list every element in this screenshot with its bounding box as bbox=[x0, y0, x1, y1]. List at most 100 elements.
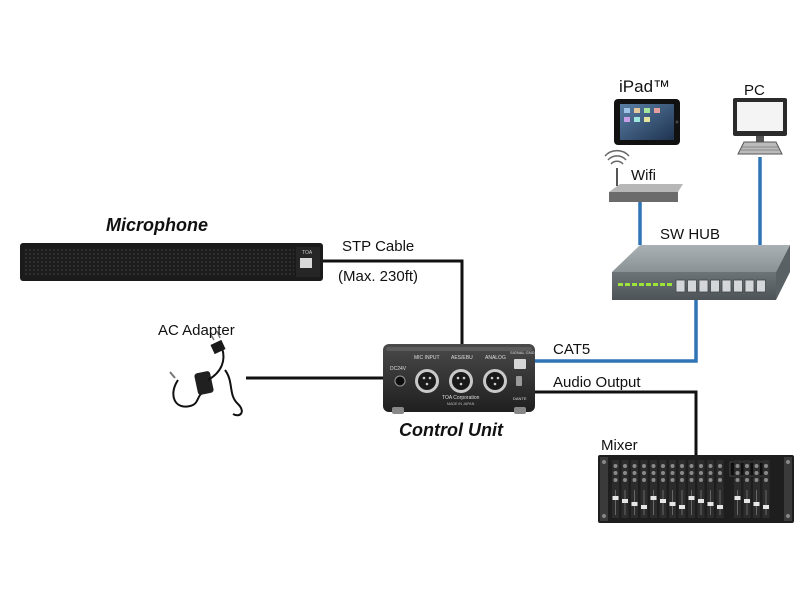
xlr-analog bbox=[483, 369, 507, 393]
mixer-knob bbox=[699, 464, 703, 468]
mixer-knob bbox=[670, 471, 675, 475]
mixer-knob bbox=[632, 478, 637, 482]
dante-label: DANTE bbox=[513, 396, 527, 401]
sw-hub-device bbox=[612, 245, 790, 300]
hub-port bbox=[733, 279, 743, 293]
mixer-strip bbox=[669, 460, 676, 518]
signal-gnd-label: SIGNAL GND bbox=[510, 350, 535, 355]
mixer-knob bbox=[661, 471, 665, 475]
hub-port bbox=[756, 279, 766, 293]
dc24v-label: DC24V bbox=[390, 366, 407, 372]
mixer-knob bbox=[764, 478, 768, 482]
mixer-strip bbox=[707, 460, 714, 518]
mixer-fader bbox=[669, 502, 676, 506]
mixer-knob bbox=[632, 471, 637, 475]
mixer-knob bbox=[718, 478, 722, 482]
mixer-strip bbox=[716, 460, 724, 518]
mixer-fader bbox=[763, 505, 769, 509]
cat5-line bbox=[530, 300, 698, 363]
mixer-knob bbox=[651, 471, 656, 475]
mixer-knob bbox=[708, 464, 713, 468]
mixer-strip bbox=[650, 460, 657, 518]
xlr-aes-ebu bbox=[449, 369, 473, 393]
mixer-knob bbox=[680, 471, 684, 475]
hub-port bbox=[721, 279, 732, 293]
toa-corporation-label: TOA Corporation bbox=[442, 395, 480, 401]
microphone-label: Microphone bbox=[106, 215, 208, 235]
mixer-knob bbox=[708, 471, 713, 475]
mixer-knob bbox=[642, 464, 646, 468]
mixer-knob bbox=[661, 478, 665, 482]
ipad-device bbox=[614, 99, 680, 145]
mic-badge: TOA bbox=[302, 250, 313, 256]
mixer-strip bbox=[678, 460, 686, 518]
mixer-knob bbox=[689, 464, 694, 468]
mixer-strip bbox=[640, 460, 648, 518]
mixer-strip bbox=[753, 460, 760, 518]
mixer-strip bbox=[762, 460, 770, 518]
mixer-knob bbox=[745, 478, 749, 482]
hub-led bbox=[632, 283, 637, 286]
mixer-fader bbox=[717, 505, 723, 509]
mixer-knob bbox=[735, 478, 740, 482]
mixer-strip bbox=[621, 460, 629, 518]
mixer-device bbox=[598, 455, 794, 523]
mixer-fader bbox=[744, 499, 750, 503]
mixer-knob bbox=[642, 478, 646, 482]
mixer-knob bbox=[632, 464, 637, 468]
pc-label: PC bbox=[744, 82, 765, 99]
mixer-knob bbox=[623, 471, 627, 475]
mixer-knob bbox=[764, 464, 768, 468]
hub-led bbox=[618, 283, 623, 286]
wifi-signal-icon bbox=[604, 149, 630, 165]
mixer-knob bbox=[718, 464, 722, 468]
control-unit-label: Control Unit bbox=[399, 420, 503, 440]
mixer-fader bbox=[650, 496, 657, 500]
mixer-fader bbox=[631, 502, 638, 506]
mixer-knob bbox=[623, 478, 627, 482]
sw-hub-label: SW HUB bbox=[660, 226, 720, 243]
mixer-knob bbox=[680, 478, 684, 482]
hub-port bbox=[710, 279, 720, 293]
mixer-knob bbox=[699, 471, 703, 475]
mixer-fader bbox=[707, 502, 714, 506]
mixer-knob bbox=[680, 464, 684, 468]
audio-output-line bbox=[535, 390, 698, 455]
mixer-knob bbox=[735, 464, 740, 468]
mixer-strip bbox=[688, 460, 695, 518]
mixer-strip bbox=[743, 460, 751, 518]
mixer-fader bbox=[753, 502, 760, 506]
mixer-knob bbox=[661, 464, 665, 468]
hub-led bbox=[646, 283, 651, 286]
cat5-label: CAT5 bbox=[553, 341, 591, 358]
mixer-knob bbox=[623, 464, 627, 468]
hub-led bbox=[653, 283, 658, 286]
hub-led bbox=[625, 283, 630, 286]
hub-port bbox=[744, 279, 755, 293]
mixer-fader bbox=[698, 499, 704, 503]
mixer-knob bbox=[689, 471, 694, 475]
hub-led bbox=[667, 283, 672, 286]
mixer-strip bbox=[631, 460, 638, 518]
mixer-fader bbox=[660, 499, 666, 503]
wifi-label: Wifi bbox=[631, 167, 656, 184]
mixer-knob bbox=[764, 471, 768, 475]
mixer-knob bbox=[689, 478, 694, 482]
stp-cable-label: STP Cable bbox=[342, 238, 415, 255]
mic-input-label: MIC INPUT bbox=[414, 355, 440, 361]
mixer-knob bbox=[708, 478, 713, 482]
mixer-knob bbox=[754, 478, 759, 482]
mixer-knob bbox=[754, 464, 759, 468]
hub-port bbox=[687, 279, 697, 293]
mixer-knob bbox=[613, 464, 618, 468]
mixer-knob bbox=[754, 471, 759, 475]
ac-adapter-label: AC Adapter bbox=[158, 322, 235, 339]
ipad-label: iPad™ bbox=[619, 77, 671, 96]
stp-max-length-label: (Max. 230ft) bbox=[338, 268, 419, 285]
mixer-fader bbox=[734, 496, 741, 500]
mixer-knob bbox=[613, 478, 618, 482]
hub-led bbox=[639, 283, 644, 286]
mixer-knob bbox=[651, 464, 656, 468]
mixer-strip bbox=[697, 460, 705, 518]
